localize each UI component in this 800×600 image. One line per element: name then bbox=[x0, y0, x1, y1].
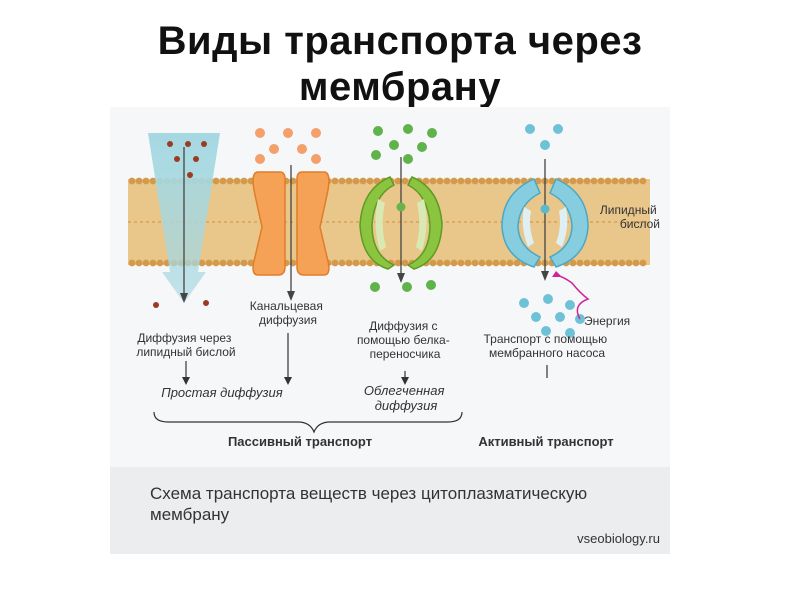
result-arrows bbox=[185, 333, 548, 378]
energy-label: Энергия bbox=[584, 314, 630, 328]
membrane-transport-figure: Липидный бислой Канальцевая диффузия Диф… bbox=[110, 107, 670, 554]
lipid-diffusion-funnel bbox=[148, 133, 220, 308]
channel-diffusion-label: Канальцевая диффузия bbox=[250, 299, 326, 327]
energy-arrow bbox=[555, 274, 590, 320]
simple-diffusion-label: Простая диффузия bbox=[161, 385, 282, 400]
energy-arrowhead bbox=[552, 271, 562, 277]
facilitated-diffusion-label: Облегченная диффузия bbox=[364, 383, 448, 413]
channel-protein bbox=[252, 165, 330, 301]
lipid-bilayer-label: Липидный бислой bbox=[600, 203, 660, 231]
pump-protein bbox=[501, 159, 589, 281]
figure-caption: Схема транспорта веществ через цитоплазм… bbox=[150, 484, 588, 524]
channel-solutes bbox=[255, 128, 321, 164]
passive-transport-brace bbox=[153, 411, 463, 434]
lipid-diffusion-label: Диффузия через липидный бислой bbox=[136, 331, 235, 359]
active-transport-label: Активный транспорт bbox=[478, 434, 613, 449]
carrier-protein bbox=[359, 157, 443, 283]
slide-title-line-2: мембрану bbox=[298, 65, 502, 109]
carrier-solutes bbox=[370, 124, 437, 292]
passive-transport-label: Пассивный транспорт bbox=[228, 434, 372, 449]
membrane-transport-diagram: Липидный бислой Канальцевая диффузия Диф… bbox=[110, 107, 670, 467]
result-arrowheads bbox=[182, 377, 409, 385]
pump-solutes bbox=[519, 124, 585, 338]
carrier-diffusion-label: Диффузия с помощью белка- переносчика bbox=[357, 319, 453, 361]
pump-transport-label: Транспорт с помощью мембранного насоса bbox=[484, 332, 611, 360]
source-credit: vseobiology.ru bbox=[577, 531, 660, 546]
slide-title: Виды транспорта через мембрану bbox=[0, 18, 800, 110]
caption-panel: Схема транспорта веществ через цитоплазм… bbox=[110, 467, 670, 554]
slide-title-line-1: Виды транспорта через bbox=[157, 19, 643, 63]
